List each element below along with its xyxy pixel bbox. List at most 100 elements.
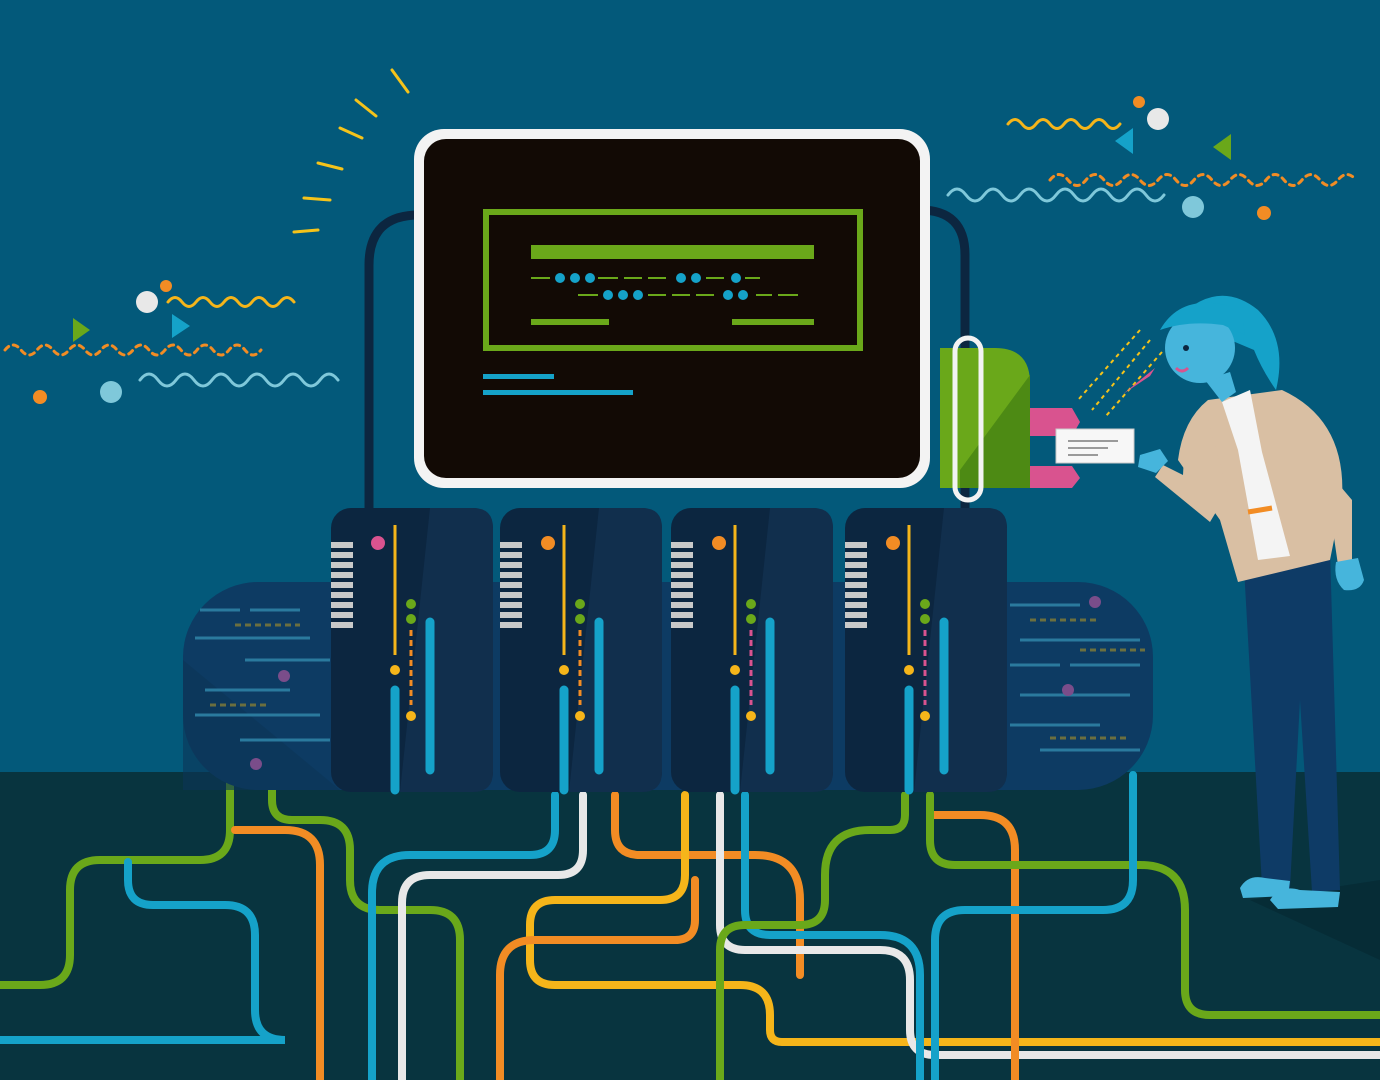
server-led xyxy=(575,711,585,721)
cable-green xyxy=(0,776,234,989)
cable-blue xyxy=(368,791,559,1080)
dialog-dashes xyxy=(531,277,798,296)
server-led xyxy=(406,711,416,721)
console-lines xyxy=(195,603,1145,752)
floor-cables xyxy=(0,771,1380,1080)
person-hand-front xyxy=(1138,449,1168,473)
reader-strap xyxy=(952,335,984,503)
console-line xyxy=(195,608,330,742)
person-hair-front xyxy=(1160,302,1245,335)
cable-blue xyxy=(931,771,1137,1080)
console-line xyxy=(210,623,300,707)
dot-blue xyxy=(585,273,595,283)
dot-orange xyxy=(1257,206,1271,220)
person-hand-back xyxy=(1335,558,1364,591)
dot-blue xyxy=(691,273,701,283)
zigzag-yellow-right xyxy=(1006,118,1122,130)
server-led xyxy=(746,711,756,721)
floor-background xyxy=(0,772,1380,1080)
cable-green xyxy=(926,791,1380,1019)
person-arm-back xyxy=(1318,460,1352,565)
decor-dots-left xyxy=(33,280,190,404)
server-led xyxy=(406,599,416,609)
console-led xyxy=(1062,684,1074,696)
zigzag-blue-left xyxy=(138,372,340,388)
dot-orange xyxy=(1133,96,1145,108)
screen-text-line xyxy=(483,374,554,379)
monitor-icon xyxy=(414,129,930,488)
decor-dots-right xyxy=(1115,96,1271,220)
server-unit-1 xyxy=(331,508,493,795)
dot-blue xyxy=(603,290,613,300)
cable-yellow xyxy=(526,791,1380,1046)
zigzag-orange-right xyxy=(1048,173,1358,187)
dot-blue xyxy=(618,290,628,300)
person-mouth xyxy=(1174,366,1190,373)
server-led xyxy=(390,665,400,675)
cable-orange xyxy=(611,791,804,979)
console-led xyxy=(278,670,290,682)
dialog-title-bar xyxy=(531,245,814,259)
server-case-shade xyxy=(740,508,833,792)
server-light-bar xyxy=(390,617,435,795)
dot-blue xyxy=(633,290,643,300)
server-led xyxy=(371,536,385,550)
zigzag-blue-right xyxy=(946,187,1166,203)
dot-blue xyxy=(570,273,580,283)
server-light-bar xyxy=(559,617,604,795)
dot-blue xyxy=(738,290,748,300)
person-shirt xyxy=(1222,390,1290,560)
console-body xyxy=(183,582,1153,790)
person-voice-lines xyxy=(1077,329,1163,417)
person-eye xyxy=(1183,345,1189,351)
base-console xyxy=(183,582,1153,790)
triangle-blue xyxy=(172,314,190,338)
monitor-screen xyxy=(424,139,920,478)
triangle-green xyxy=(1213,134,1231,160)
dialog-button-right xyxy=(732,319,814,325)
server-led xyxy=(920,711,930,721)
screen-text-line xyxy=(483,390,633,395)
dialog-button-left xyxy=(531,319,609,325)
server-led xyxy=(904,665,914,675)
person-shoe-right xyxy=(1270,888,1340,909)
server-unit-2 xyxy=(500,508,662,795)
cable-orange xyxy=(231,826,324,1080)
server-unit-3 xyxy=(671,508,833,795)
server-unit-4 xyxy=(845,508,1007,795)
console-led xyxy=(250,758,262,770)
server-vent xyxy=(671,542,693,628)
cable-blue xyxy=(741,791,924,1080)
server-led xyxy=(920,614,930,624)
console-shade xyxy=(183,660,340,790)
triangle-blue xyxy=(1115,128,1133,154)
person-belt xyxy=(1247,505,1273,515)
server-led xyxy=(886,536,900,550)
dot-blue xyxy=(555,273,565,283)
triangle-green xyxy=(73,318,90,342)
monitor-cable-left xyxy=(364,210,420,520)
dot-white xyxy=(1147,108,1169,130)
server-vent xyxy=(845,542,867,628)
decor-right xyxy=(946,118,1358,203)
server-rack-icon xyxy=(331,508,1007,795)
person-arm-front xyxy=(1155,420,1228,522)
card-lines xyxy=(1068,440,1118,456)
dot-blue xyxy=(676,273,686,283)
server-case-shade xyxy=(400,508,493,792)
dot-lightblue xyxy=(100,381,122,403)
card-body xyxy=(1055,428,1135,464)
cable-orange xyxy=(926,811,1019,1080)
cable-blue xyxy=(0,858,286,1044)
server-led xyxy=(746,599,756,609)
zigzag-orange-left xyxy=(3,343,263,357)
console-led xyxy=(1089,596,1101,608)
server-led xyxy=(575,599,585,609)
dot-orange xyxy=(160,280,172,292)
server-case-shade xyxy=(569,508,662,792)
cable-white xyxy=(398,791,587,1080)
decor-left xyxy=(3,68,410,388)
cable-orange xyxy=(496,876,699,1080)
console-line xyxy=(1010,603,1140,752)
